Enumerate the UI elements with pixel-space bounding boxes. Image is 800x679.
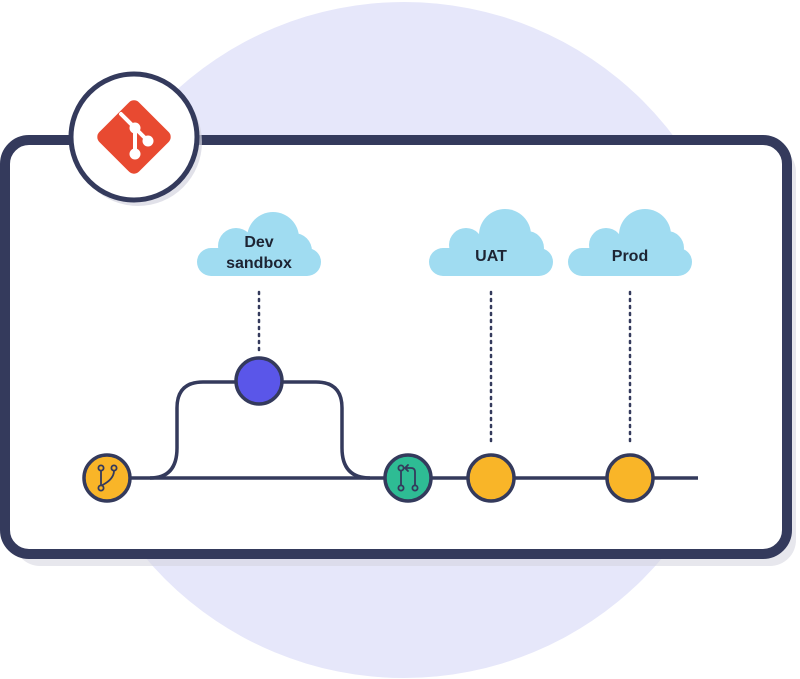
node-uat [466, 453, 516, 503]
cloud-prod [568, 209, 692, 276]
label-uat: UAT [475, 248, 507, 265]
cloud-dev-sandbox [197, 212, 321, 276]
label-prod: Prod [612, 248, 648, 265]
git-branch-icon [97, 464, 118, 492]
cloud-uat [429, 209, 553, 276]
pull-request-merge-icon [397, 464, 419, 492]
label-sandbox: sandbox [226, 255, 292, 272]
node-prod [605, 453, 655, 503]
label-dev: Dev [244, 234, 273, 251]
node-merge [383, 453, 433, 503]
node-dev [234, 356, 284, 406]
git-logo-icon [97, 100, 171, 174]
node-branch-start [82, 453, 132, 503]
